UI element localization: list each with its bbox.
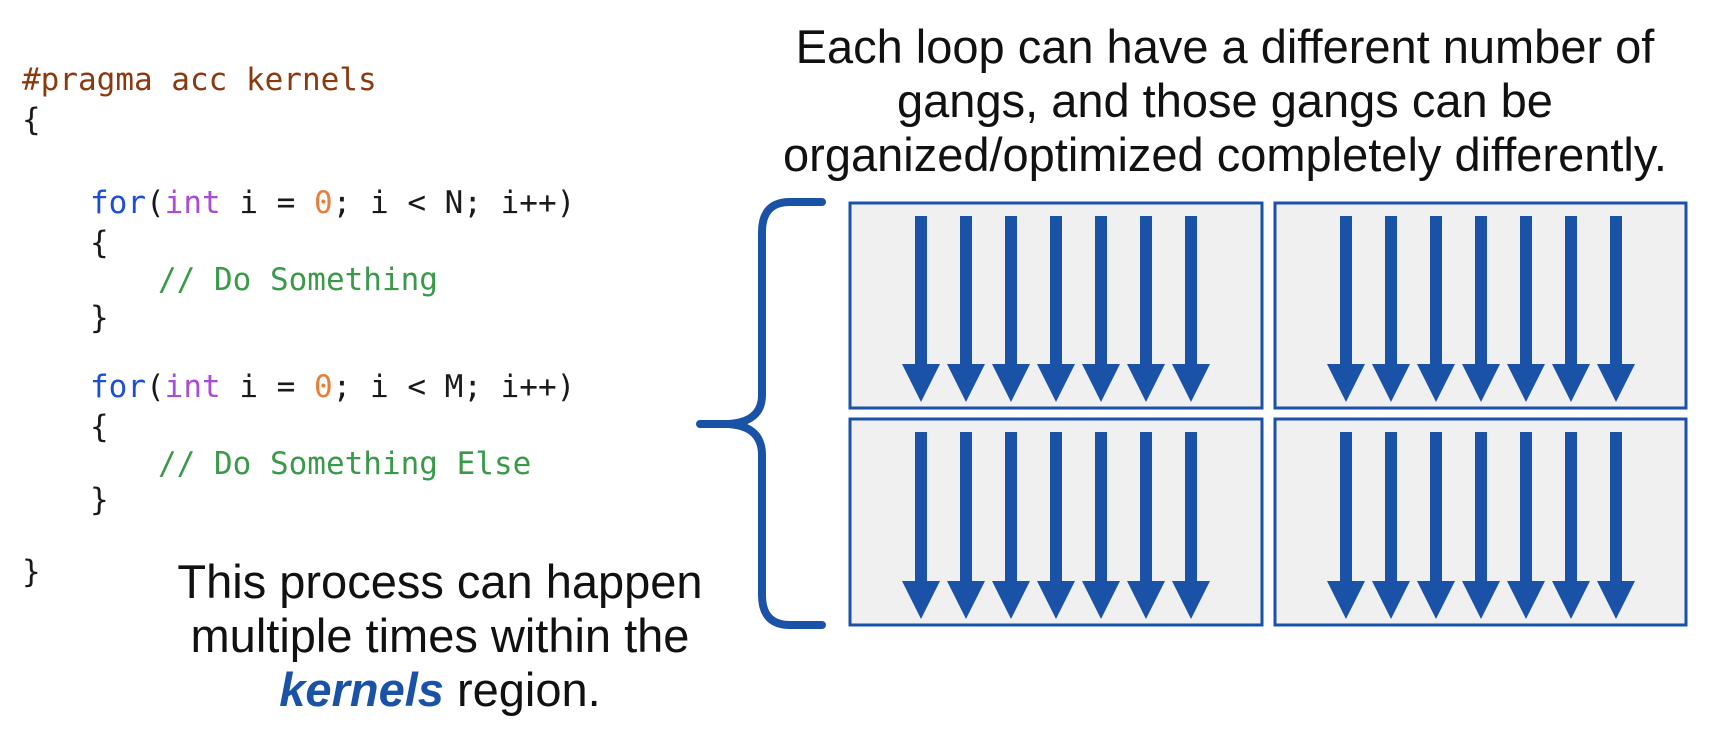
down-arrow-icon [1507, 432, 1545, 619]
top-caption: Each loop can have a different number of… [755, 20, 1695, 182]
down-arrow-icon [1172, 432, 1210, 619]
down-arrow-icon [1127, 432, 1165, 619]
loop2-rest: ; i < M; i++) [332, 369, 576, 405]
down-arrow-icon [1372, 432, 1410, 619]
loop1-comment: // Do Something [158, 262, 438, 298]
down-arrow-icon [1417, 432, 1455, 619]
down-arrow-icon [1552, 432, 1590, 619]
loop1-header: for(int i = 0; i < N; i++) [90, 183, 575, 223]
pragma-line: #pragma acc kernels [22, 62, 377, 98]
down-arrow-icon [1127, 216, 1165, 402]
loop1-rest: ; i < N; i++) [332, 185, 576, 221]
loop1-paren: ( [146, 185, 165, 221]
down-arrow-icon [1552, 216, 1590, 402]
loop2-comment: // Do Something Else [158, 446, 532, 482]
down-arrow-icon [947, 432, 985, 619]
down-arrow-icon [1372, 216, 1410, 402]
down-arrow-icon [1417, 216, 1455, 402]
gang-block [1273, 417, 1688, 627]
loop2-init: i = [220, 369, 314, 405]
loop2-open-brace: { [90, 409, 109, 445]
down-arrow-icon [1082, 432, 1120, 619]
down-arrow-icon [1597, 216, 1635, 402]
region-word: region. [443, 663, 601, 716]
bottom-caption: This process can happen multiple times w… [130, 555, 750, 717]
loop1-for-keyword: for [90, 185, 146, 221]
loop2-zero: 0 [314, 369, 333, 405]
kernels-keyword: kernels [279, 663, 444, 716]
down-arrow-icon [902, 432, 940, 619]
gang-block [848, 417, 1264, 627]
loop1-open-brace: { [90, 225, 109, 261]
loop1-close-brace: } [90, 300, 109, 336]
down-arrow-icon [1172, 216, 1210, 402]
down-arrow-icon [1462, 216, 1500, 402]
bottom-caption-line-1: This process can happen [177, 555, 703, 608]
down-arrow-icon [1597, 432, 1635, 619]
curly-brace-icon [696, 198, 826, 629]
bottom-caption-line-2: multiple times within the [190, 609, 690, 662]
loop1-zero: 0 [314, 185, 333, 221]
close-brace: } [22, 554, 41, 590]
down-arrow-icon [1327, 216, 1365, 402]
down-arrow-icon [1462, 432, 1500, 619]
down-arrow-icon [992, 216, 1030, 402]
down-arrow-icon [1507, 216, 1545, 402]
loop2-paren: ( [146, 369, 165, 405]
gang-block [848, 201, 1264, 410]
gang-block [1273, 201, 1688, 410]
bottom-caption-line-3: kernels region. [130, 663, 750, 717]
down-arrow-icon [902, 216, 940, 402]
loop2-for-keyword: for [90, 369, 146, 405]
down-arrow-icon [1082, 216, 1120, 402]
down-arrow-icon [1037, 432, 1075, 619]
top-caption-line-1: Each loop can have a different number of [795, 20, 1655, 73]
loop1-init: i = [220, 185, 314, 221]
loop2-header: for(int i = 0; i < M; i++) [90, 367, 575, 407]
down-arrow-icon [947, 216, 985, 402]
down-arrow-icon [992, 432, 1030, 619]
down-arrow-icon [1037, 216, 1075, 402]
loop2-close-brace: } [90, 482, 109, 518]
top-caption-line-2: gangs, and those gangs can be [897, 74, 1553, 127]
top-caption-line-3: organized/optimized completely different… [783, 128, 1667, 181]
loop2-int-keyword: int [164, 369, 221, 405]
loop1-int-keyword: int [164, 185, 221, 221]
open-brace: { [22, 102, 41, 138]
gang-blocks [848, 201, 1688, 627]
down-arrow-icon [1327, 432, 1365, 619]
